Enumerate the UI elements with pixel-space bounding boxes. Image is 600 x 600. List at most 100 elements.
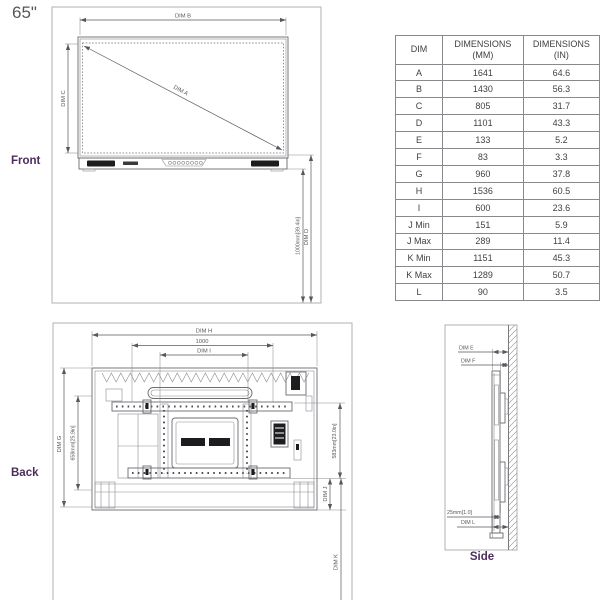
col-header-dim: DIM <box>395 35 443 65</box>
right-speaker-grille <box>251 160 279 167</box>
cell-mm: 83 <box>441 148 524 166</box>
cell-in: 45.3 <box>522 249 600 268</box>
cell-in: 5.2 <box>522 131 600 150</box>
cell-mm: 151 <box>441 215 524 234</box>
top-vents <box>101 372 310 383</box>
front-view-label: Front <box>11 155 41 167</box>
cell-in: 3.3 <box>522 148 600 166</box>
front-button-tray <box>161 159 207 167</box>
back-view-drawing: DIM H 1000 DIM I DIM G 658mm[25.9in] 583… <box>52 322 353 600</box>
dim-a-label: DIM A <box>172 85 189 98</box>
power-module <box>285 371 307 396</box>
cell-mm: 1536 <box>441 181 524 200</box>
cell-in: 3.5 <box>522 283 600 302</box>
cell-in: 37.8 <box>522 164 600 183</box>
cell-in: 23.6 <box>522 198 600 217</box>
dim-b-label: DIM B <box>175 14 191 20</box>
front-view-drawing: DIM B DIM C DIM A 1000mm[39.4in] DIM D <box>51 6 322 304</box>
dim-f-label: DIM F <box>461 359 476 365</box>
dim-d-label: DIM D <box>304 229 310 245</box>
dim-l-label: DIM L <box>461 520 475 526</box>
cell-dim: J Max <box>395 232 443 251</box>
side-view-drawing: DIM E DIM F 25mm[1.0] DIM L <box>444 324 518 551</box>
cell-dim: F <box>395 148 443 166</box>
cell-dim: B <box>395 80 443 99</box>
cell-mm: 133 <box>441 131 524 150</box>
side-display-profile <box>489 370 509 539</box>
cell-dim: D <box>395 114 443 133</box>
dim-h-label: DIM H <box>196 329 212 335</box>
cell-dim: G <box>395 164 443 183</box>
cell-mm: 1641 <box>441 63 524 82</box>
wall-mount-bracket <box>499 392 509 503</box>
dim-g-label: DIM G <box>57 435 63 452</box>
front-dimensions: DIM B DIM C DIM A 1000mm[39.4in] DIM D <box>61 14 314 303</box>
wall-section <box>508 325 517 550</box>
right-vent-module <box>270 420 289 448</box>
cell-in: 64.6 <box>522 63 600 82</box>
cell-mm: 1289 <box>441 266 524 285</box>
cell-dim: L <box>395 283 443 302</box>
front-display <box>77 36 289 172</box>
side-dimensions: DIM E DIM F 25mm[1.0] DIM L <box>447 346 509 538</box>
vesa-width-label: 1000 <box>196 339 209 345</box>
front-bounding-box <box>51 6 322 304</box>
dim-j-label: DIM J <box>323 486 329 501</box>
side-view-label: Side <box>469 551 495 563</box>
cell-in: 43.3 <box>522 114 600 133</box>
right-height-label: 583mm[23.0in] <box>332 423 338 459</box>
bottom-band <box>94 481 315 509</box>
table-header-row: DIM DIMENSIONS(MM) DIMENSIONS(IN) <box>395 35 600 65</box>
handle-slot <box>147 387 253 399</box>
cell-in: 50.7 <box>522 266 600 285</box>
lower-mount-rail <box>127 465 291 480</box>
back-dimensions: DIM H 1000 DIM I DIM G 658mm[25.9in] 583… <box>57 329 346 600</box>
cell-in: 11.4 <box>522 232 600 251</box>
left-height-label: 658mm[25.9in] <box>71 425 77 461</box>
cell-in: 5.9 <box>522 215 600 234</box>
left-speaker-grille <box>87 160 115 167</box>
dim-e-label: DIM E <box>459 346 474 352</box>
page-title: 65" <box>12 3 37 22</box>
back-view-label: Back <box>11 467 39 479</box>
cell-dim: C <box>395 97 443 116</box>
back-bounding-box <box>52 322 353 600</box>
cell-mm: 90 <box>441 283 524 302</box>
cell-mm: 1430 <box>441 80 524 99</box>
cell-in: 60.5 <box>522 181 600 200</box>
cell-dim: J Min <box>395 215 443 234</box>
cell-mm: 289 <box>441 232 524 251</box>
cell-mm: 1151 <box>441 249 524 268</box>
mount-height-label: 1000mm[39.4in] <box>296 216 302 255</box>
cell-mm: 960 <box>441 164 524 183</box>
col-header-mm: DIMENSIONS(MM) <box>441 35 524 65</box>
cell-mm: 600 <box>441 198 524 217</box>
col-header-in: DIMENSIONS(IN) <box>522 35 600 65</box>
cell-mm: 805 <box>441 97 524 116</box>
wall-offset-label: 25mm[1.0] <box>447 510 473 516</box>
cell-dim: K Min <box>395 249 443 268</box>
back-display <box>91 367 318 511</box>
dim-i-label: DIM I <box>197 349 211 355</box>
cell-in: 31.7 <box>522 97 600 116</box>
center-module <box>171 417 239 469</box>
cell-dim: K Max <box>395 266 443 285</box>
upper-mount-rail <box>111 399 293 414</box>
cell-dim: A <box>395 63 443 82</box>
